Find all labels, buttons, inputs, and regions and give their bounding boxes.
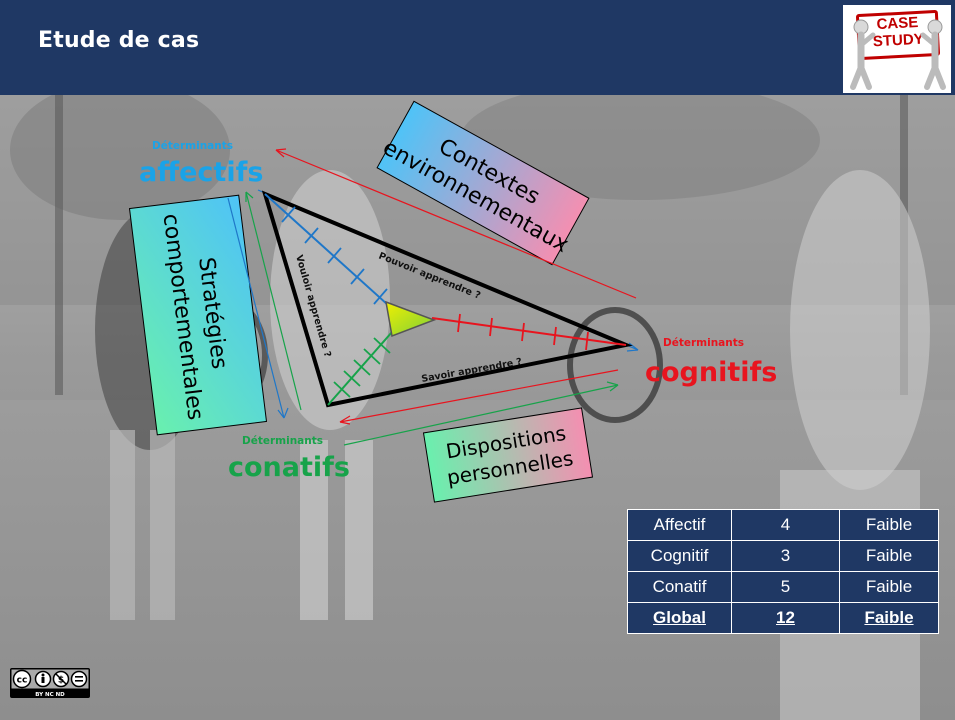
row-score: 4: [731, 509, 840, 541]
scores-table: Affectif 4 Faible Cognitif 3 Faible Cona…: [627, 509, 939, 634]
row-label: Conatif: [627, 571, 732, 603]
row-level: Faible: [839, 571, 939, 603]
strategies-box: Stratégies comportementales: [128, 194, 268, 436]
table-total-row: Global 12 Faible: [627, 602, 939, 634]
row-level: Faible: [839, 540, 939, 572]
affectifs-label: affectifs: [139, 157, 263, 188]
cognitifs-small-label: Déterminants: [663, 337, 744, 349]
row-score: 5: [731, 571, 840, 603]
table-row: Cognitif 3 Faible: [627, 540, 939, 572]
table-row: Conatif 5 Faible: [627, 571, 939, 603]
conatifs-label: conatifs: [228, 452, 350, 483]
affectifs-small-label: Déterminants: [152, 140, 233, 152]
center-triangle: [385, 300, 437, 338]
svg-text:cc: cc: [17, 676, 28, 686]
title-bar: Etude de cas CASE STUDY: [0, 0, 955, 95]
row-label: Cognitif: [627, 540, 732, 572]
dispositions-box: Dispositions personnelles: [422, 407, 594, 503]
svg-text:$: $: [58, 676, 64, 686]
slide-title: Etude de cas: [38, 28, 200, 53]
total-label: Global: [627, 602, 732, 634]
table-row: Affectif 4 Faible: [627, 509, 939, 541]
row-label: Affectif: [627, 509, 732, 541]
arrows: [227, 148, 639, 446]
case-study-badge: CASE STUDY: [843, 5, 951, 93]
cognitifs-label: cognitifs: [645, 357, 777, 388]
row-score: 3: [731, 540, 840, 572]
total-level: Faible: [839, 602, 939, 634]
cc-by-nc-nd-icon: cc $ BY NC ND: [10, 668, 90, 698]
determinants-triangle: [261, 190, 633, 408]
row-level: Faible: [839, 509, 939, 541]
svg-text:BY NC ND: BY NC ND: [35, 692, 65, 698]
conatifs-small-label: Déterminants: [242, 435, 323, 447]
total-score: 12: [731, 602, 840, 634]
figure-icon: [850, 19, 946, 90]
